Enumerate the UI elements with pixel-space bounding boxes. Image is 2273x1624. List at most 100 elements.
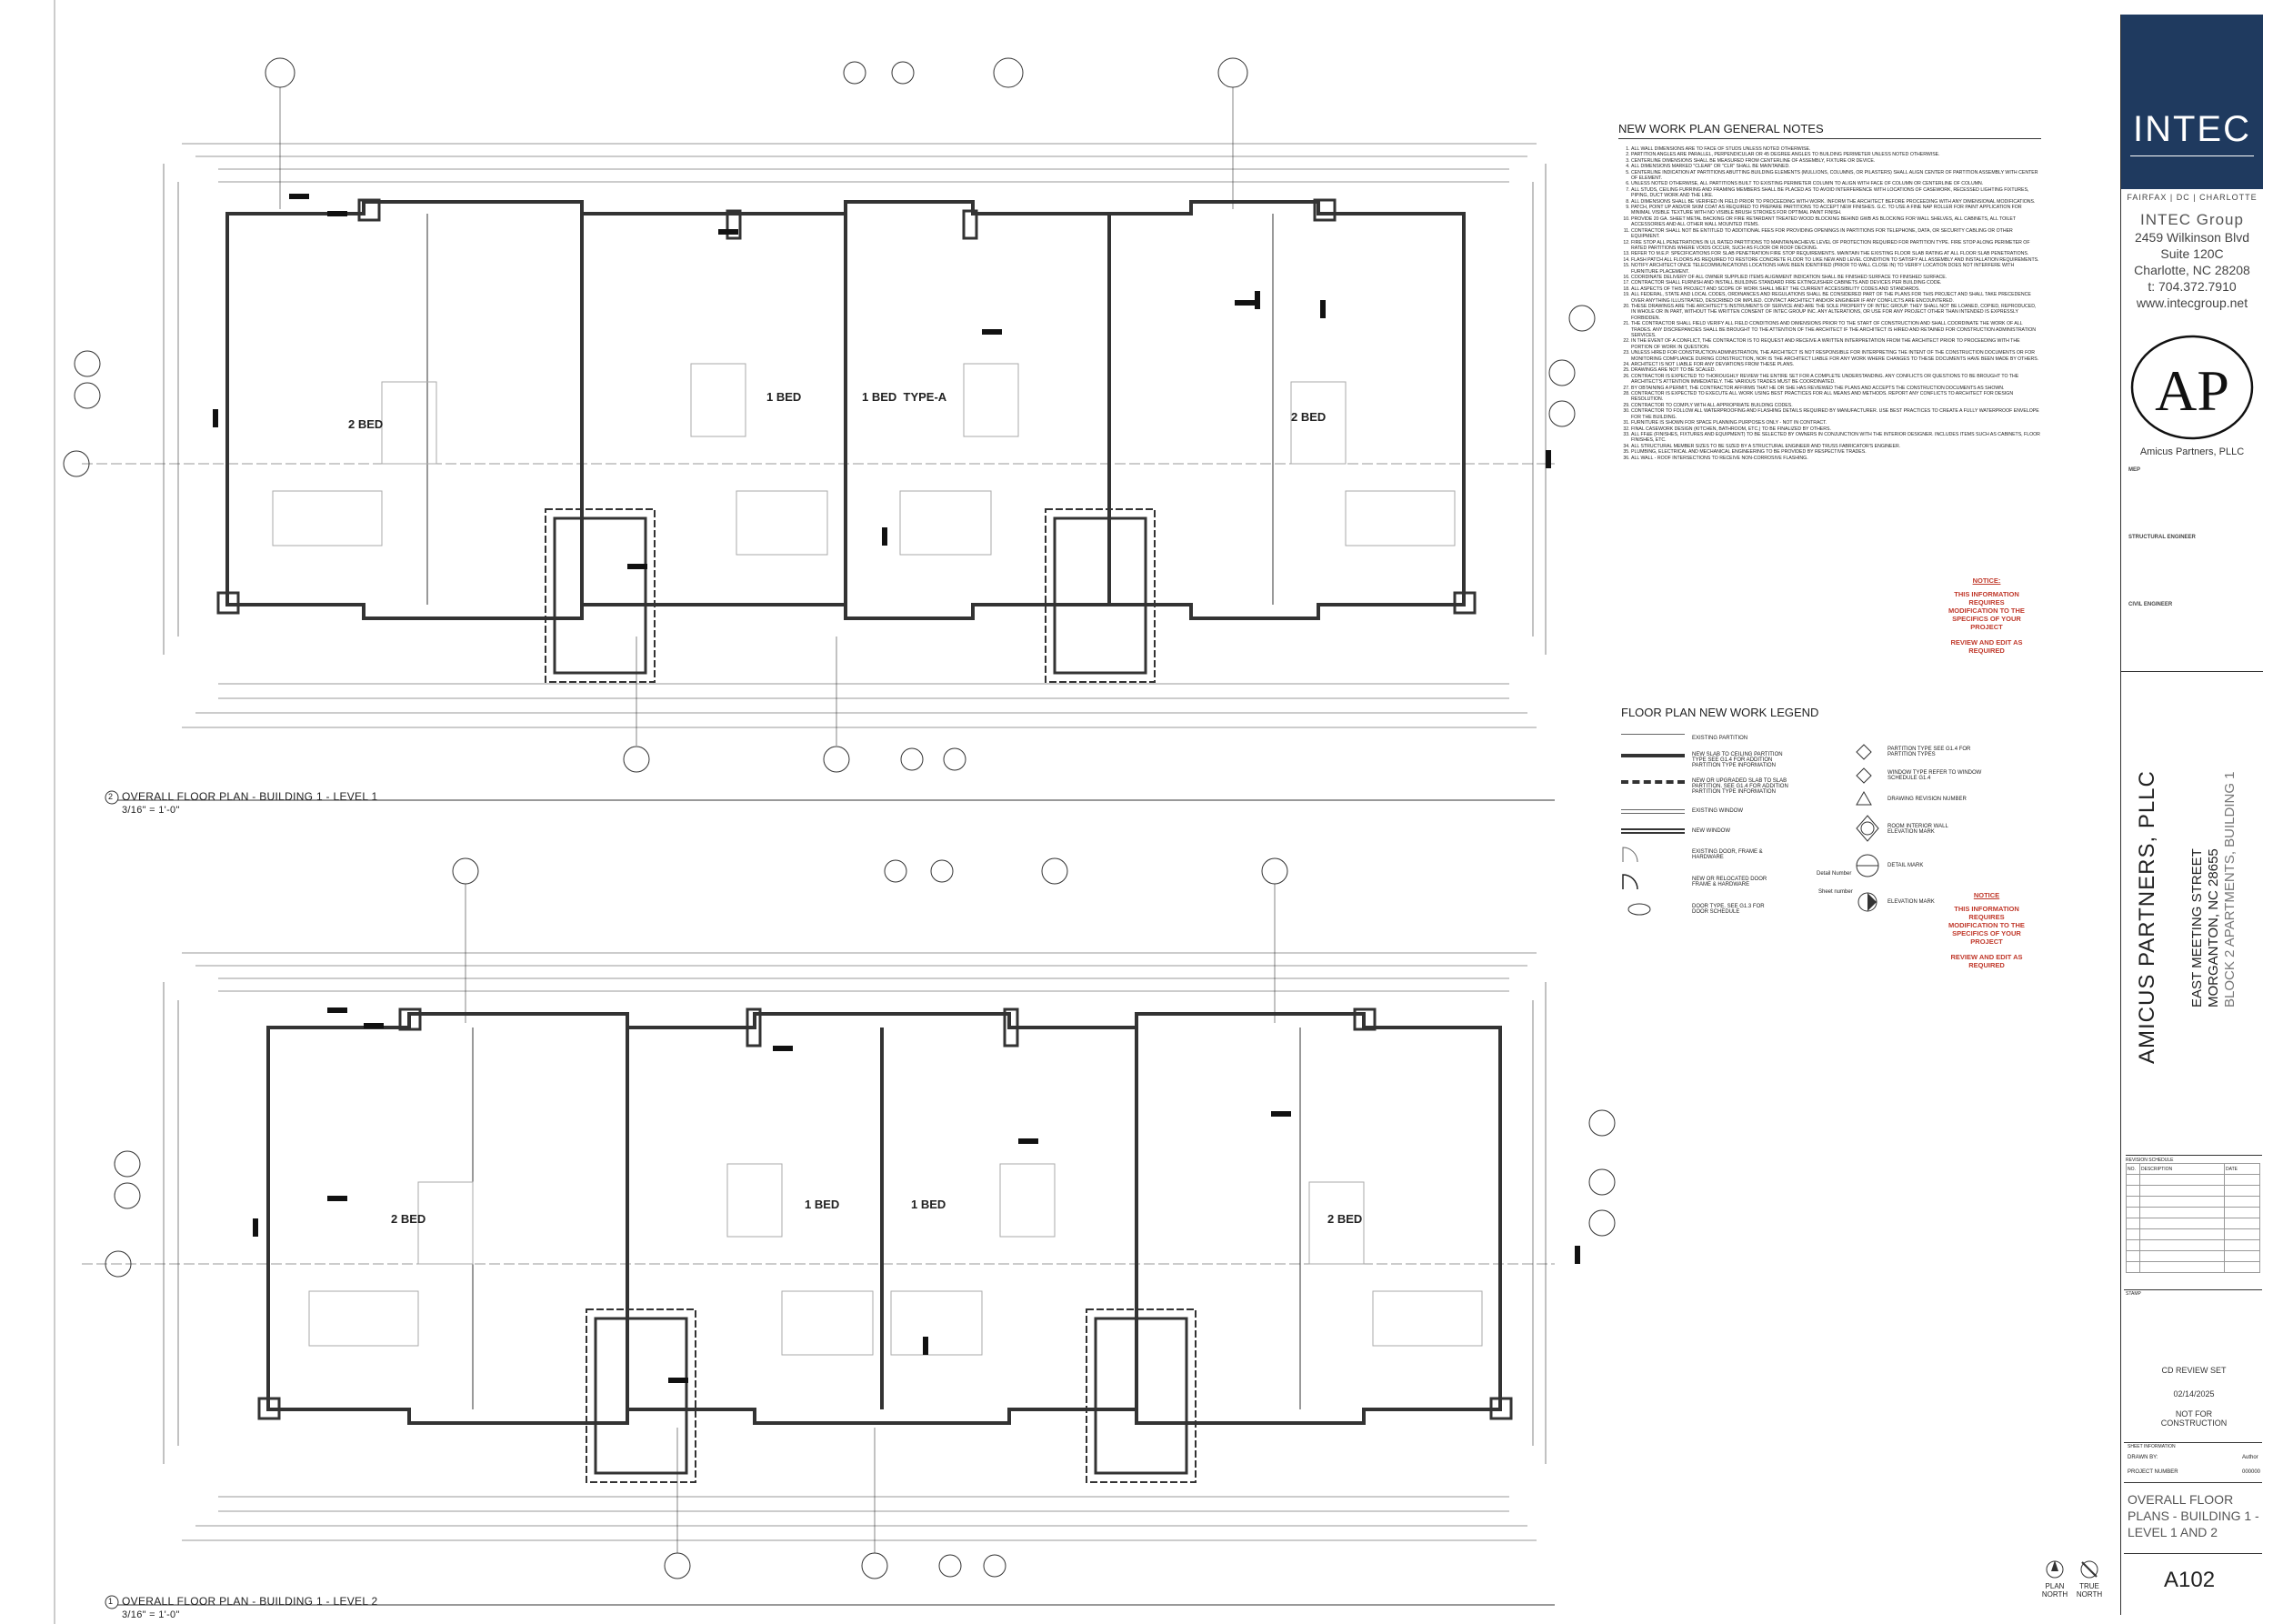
note-item: REFER TO M.E.P. SPECIFICATIONS FOR SLAB …: [1631, 251, 2040, 256]
notice-title: NOTICE:: [1972, 576, 2001, 585]
legend-symbol: [1621, 733, 1685, 744]
room-label: 2 BED: [391, 1212, 426, 1226]
notice-body: THIS INFORMATION REQUIRES MODIFICATION T…: [1948, 905, 2025, 946]
note-item: NOTIFY ARCHITECT ONCE TELECOMMUNICATIONS…: [1631, 263, 2040, 275]
legend-item: DRAWING REVISION NUMBER: [1855, 787, 2000, 811]
note-item: CONTRACTOR SHALL FURNISH AND INSTALL BUI…: [1631, 280, 2040, 286]
consultant-structural: STRUCTURAL ENGINEER: [2128, 535, 2196, 540]
true-north-label: TRUE NORTH: [2076, 1582, 2103, 1599]
legend-title: FLOOR PLAN NEW WORK LEGEND: [1621, 706, 1819, 719]
note-item: CONTRACTOR TO FOLLOW ALL WATERPROOFING A…: [1631, 408, 2040, 420]
door-symbol: [1621, 873, 1685, 891]
note-item: ALL FF&E (FINISHES, FIXTURES AND EQUIPME…: [1631, 432, 2040, 444]
revision-icon: [1856, 790, 1872, 806]
room-label: 1 BED TYPE-A: [862, 390, 947, 404]
floor-plan-legend: FLOOR PLAN NEW WORK LEGEND EXISTING PART…: [1621, 706, 1894, 923]
sheet-number: A102: [2164, 1568, 2216, 1592]
note-item: ALL DIMENSIONS MARKED "CLEAR" OR "CLR" S…: [1631, 164, 2040, 169]
note-item: BY OBTAINING A PERMIT, THE CONTRACTOR AF…: [1631, 386, 2040, 391]
company-name: INTEC Group: [2140, 211, 2244, 228]
notes-title: NEW WORK PLAN GENERAL NOTES: [1618, 122, 2041, 139]
view-number-bubble: [105, 790, 119, 805]
legend-item: NEW OR UPGRADED SLAB TO SLAB PARTITION. …: [1621, 772, 1894, 801]
note-item: CONTRACTOR TO COMPLY WITH ALL APPROPRIAT…: [1631, 403, 2040, 408]
window-type-icon: [1856, 767, 1872, 784]
floor-plan-drawings: [54, 0, 1616, 1624]
set-name: CD REVIEW SET: [2161, 1366, 2227, 1375]
room-label: 1 BED: [911, 1198, 946, 1211]
project-city: MORGANTON, NC 28655: [2206, 848, 2221, 1007]
elevation-mark-icon: [1857, 892, 1877, 912]
legend-item: DETAIL MARK: [1855, 847, 2000, 884]
note-item: ALL FEDERAL, STATE AND LOCAL CODES, ORDI…: [1631, 292, 2040, 304]
client-name: AMICUS PARTNERS, PLLC: [2135, 770, 2159, 1064]
legend-symbol: [1621, 828, 1685, 834]
note-item: FIRE STOP ALL PENETRATIONS IN UL RATED P…: [1631, 240, 2040, 252]
brand-name: INTEC: [2133, 109, 2251, 149]
note-item: ALL STUDS, CEILING FURRING AND FRAMING M…: [1631, 187, 2040, 199]
plan-title-level-2: OVERALL FLOOR PLAN - BUILDING 1 - LEVEL …: [122, 1595, 378, 1620]
note-item: UNLESS NOTED OTHERWISE, ALL PARTITIONS B…: [1631, 181, 2040, 186]
partition-type-icon: [1856, 744, 1872, 760]
note-item: CONTRACTOR SHALL NOT BE ENTITLED TO ADDI…: [1631, 228, 2040, 240]
project-street: EAST MEETING STREET: [2189, 848, 2205, 1007]
room-label: 1 BED: [766, 390, 802, 404]
note-item: PROVIDE 20 GA. SHEET METAL BACKING OR FI…: [1631, 216, 2040, 228]
consultant-mep: MEP: [2128, 467, 2141, 473]
note-item: PLUMBING, ELECTRICAL AND MECHANICAL ENGI…: [1631, 449, 2040, 455]
note-item: THESE DRAWINGS ARE THE ARCHITECT'S INSTR…: [1631, 304, 2040, 321]
plan-north-icon: [2046, 1560, 2064, 1579]
note-item: CENTERLINE INDICATION AT PARTITIONS ABUT…: [1631, 170, 2040, 182]
detail-mark-icon: [1856, 854, 1879, 877]
partner-logo-text: AP: [2155, 358, 2229, 423]
sheet-info-label: SHEET INFORMATION: [2128, 1444, 2176, 1449]
legend-symbol: [1621, 780, 1685, 793]
note-item: FURNITURE IS SHOWN FOR SPACE PLANNING PU…: [1631, 420, 2040, 426]
notes-list: ALL WALL DIMENSIONS ARE TO FACE OF STUDS…: [1618, 146, 2040, 461]
true-north-icon: [2080, 1560, 2098, 1579]
project-number-label: PROJECT NUMBER: [2128, 1469, 2178, 1475]
stamp-label: STAMP: [2126, 1291, 2141, 1297]
legend-symbol: [1621, 808, 1685, 814]
room-label: 2 BED: [1327, 1212, 1363, 1226]
note-item: ALL ASPECTS OF THIS PROJECT AND SCOPE OF…: [1631, 286, 2040, 292]
project-number-value: 000000: [2242, 1469, 2261, 1475]
partner-name: Amicus Partners, PLLC: [2140, 446, 2244, 457]
general-notes: NEW WORK PLAN GENERAL NOTES ALL WALL DIM…: [1618, 122, 2073, 461]
notice-title: NOTICE: [1973, 891, 2000, 899]
drawn-by-value: Author: [2242, 1455, 2258, 1460]
view-number: 1: [108, 1597, 114, 1606]
note-item: ALL WALL - ROOF INTERSECTIONS TO RECEIVE…: [1631, 456, 2040, 461]
not-for-construction: NOT FOR CONSTRUCTION: [2160, 1409, 2228, 1428]
note-item: DRAWINGS ARE NOT TO BE SCALED.: [1631, 367, 2040, 373]
notice-action: REVIEW AND EDIT AS REQUIRED: [1950, 638, 2023, 655]
door-tag-symbol: [1621, 903, 1685, 916]
note-item: ALL STRUCTURAL MEMBER SIZES TO BE SIZED …: [1631, 444, 2040, 449]
view-number: 2: [108, 792, 114, 801]
note-item: PATCH, POINT UP AND/OR SKIM COAT AS REQU…: [1631, 205, 2040, 216]
sheet-title: OVERALL FLOOR PLANS - BUILDING 1 - LEVEL…: [2128, 1492, 2259, 1539]
project-building: BLOCK 2 APARTMENTS, BUILDING 1: [2222, 771, 2238, 1007]
consultant-civil: CIVIL ENGINEER: [2128, 602, 2173, 607]
room-label: 2 BED: [1291, 410, 1327, 424]
level-1-plan: [63, 57, 1596, 773]
plan-north-label: PLAN NORTH: [2041, 1582, 2068, 1599]
notice-body: THIS INFORMATION REQUIRES MODIFICATION T…: [1948, 590, 2025, 631]
notice-action: REVIEW AND EDIT AS REQUIRED: [1950, 953, 2023, 969]
plan-scale: 3/16" = 1'-0": [122, 1609, 180, 1620]
note-item: COORDINATE DELIVERY OF ALL OWNER SUPPLIE…: [1631, 275, 2040, 280]
partner-logo: AP Amicus Partners, PLLC: [2130, 335, 2254, 457]
legend-right: PARTITION TYPE SEE G1.4 FOR PARTITION TY…: [1855, 740, 2000, 920]
title-block: INTEC FAIRFAX | DC | CHARLOTTE INTEC Gro…: [2120, 15, 2263, 1615]
note-item: CENTERLINE DIMENSIONS SHALL BE MEASURED …: [1631, 158, 2040, 164]
room-label: 2 BED: [348, 417, 384, 431]
note-item: ARCHITECT IS NOT LIABLE FOR ANY DEVIATIO…: [1631, 362, 2040, 367]
offices: FAIRFAX | DC | CHARLOTTE: [2127, 193, 2258, 202]
plan-scale: 3/16" = 1'-0": [122, 805, 180, 816]
note-item: CONTRACTOR IS EXPECTED TO EXECUTE ALL WO…: [1631, 391, 2040, 403]
notice-block: NOTICE: THIS INFORMATION REQUIRES MODIFI…: [1946, 576, 2028, 655]
note-item: PARTITION ANGLES ARE PARALLEL, PERPENDIC…: [1631, 152, 2040, 157]
